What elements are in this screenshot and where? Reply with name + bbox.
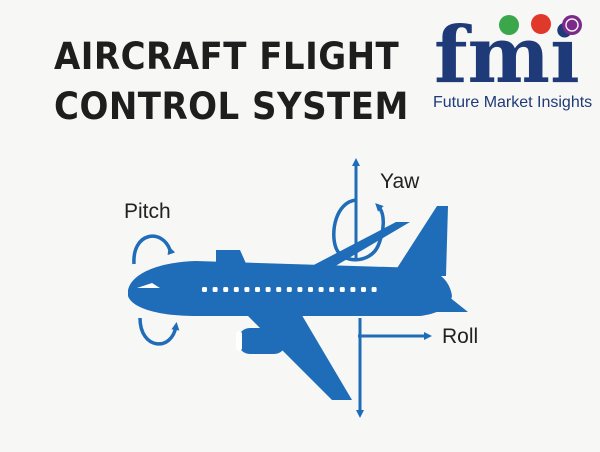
logo-green-dot-icon [499, 15, 519, 35]
pitch-arrow-icon [132, 234, 176, 265]
passenger-window [339, 287, 345, 292]
logo-purple-dot-icon [562, 15, 582, 35]
cockpit-window [137, 283, 160, 288]
title-line-1: AIRCRAFT FLIGHT [54, 35, 400, 78]
passenger-window [233, 287, 239, 292]
engine [238, 328, 286, 354]
engine-intake [236, 331, 242, 351]
passenger-window [350, 287, 356, 292]
roll-label: Roll [442, 325, 478, 348]
passenger-windows [202, 287, 377, 292]
passenger-window [202, 287, 207, 292]
page-title: AIRCRAFT FLIGHT CONTROL SYSTEM [54, 32, 409, 132]
title-line-2: CONTROL SYSTEM [54, 85, 409, 128]
passenger-window [244, 287, 250, 292]
passenger-window [276, 287, 282, 292]
passenger-window [308, 287, 313, 292]
pitch-label: Pitch [124, 200, 171, 223]
lower-wing [244, 312, 352, 400]
passenger-window [286, 287, 292, 292]
passenger-window [329, 287, 335, 292]
passenger-window [371, 287, 377, 292]
passenger-window [223, 287, 229, 292]
passenger-window [361, 287, 366, 292]
pitch-arrow-lower-icon [138, 317, 180, 346]
passenger-window [212, 287, 218, 292]
company-logo: fmi Future Market Insights [430, 8, 595, 111]
passenger-window [297, 287, 303, 292]
logo-company-name: Future Market Insights [433, 94, 593, 111]
upper-wing [308, 222, 410, 268]
vertical-tail [392, 206, 448, 276]
logo-red-dot-icon [531, 14, 551, 34]
passenger-window [318, 287, 324, 292]
logo-globe-icon [565, 18, 579, 32]
fmi-logo-icon: fmi [434, 10, 582, 101]
passenger-window [255, 287, 260, 292]
passenger-window [265, 287, 271, 292]
yaw-label: Yaw [380, 170, 420, 193]
aircraft-icon [128, 206, 468, 400]
dorsal-fairing [216, 250, 248, 268]
yaw-arrow-icon [332, 198, 385, 262]
